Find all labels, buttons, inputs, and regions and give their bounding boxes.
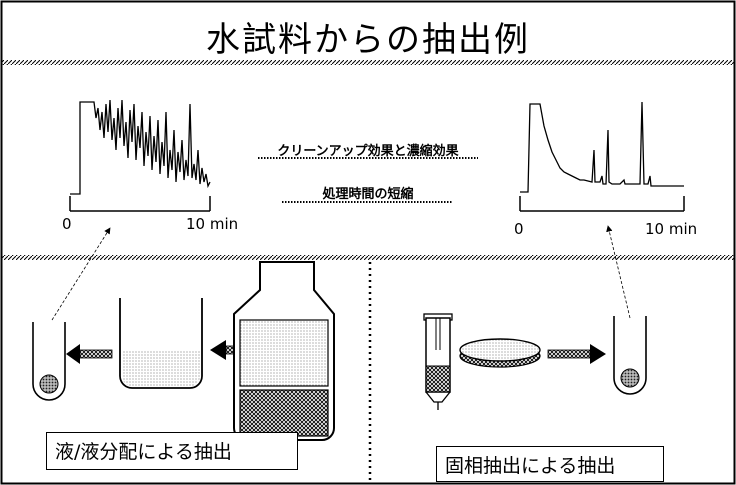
method-label-liquid-liquid: 液/液分配による抽出: [46, 432, 298, 470]
right-axis-end-label: 10 min: [645, 220, 698, 238]
result-vial-right: [613, 316, 647, 395]
spe-disk: [459, 338, 541, 368]
arrow-disk-to-vial: [547, 344, 606, 364]
annotation-processing-time: 処理時間の短縮: [322, 187, 414, 202]
separation-tube: [119, 298, 203, 389]
arrow-to-right-chromatogram: [606, 225, 631, 319]
result-vial-left: [32, 322, 66, 401]
chromatogram-right: [519, 101, 685, 212]
left-axis-end-label: 10 min: [186, 215, 239, 233]
arrow-to-left-chromatogram: [51, 227, 111, 321]
left-axis-start-label: 0: [62, 215, 72, 233]
right-axis-start-label: 0: [514, 220, 524, 238]
chromatogram-left: [69, 99, 211, 212]
sample-bottle: [233, 261, 335, 441]
annotation-cleanup-concentration: クリーンアップ効果と濃縮効果: [277, 144, 459, 159]
divider-top: [2, 60, 734, 65]
divider-middle: [2, 255, 734, 260]
method-label-solid-phase: 固相抽出による抽出: [436, 446, 664, 482]
spe-cartridge: [423, 313, 453, 410]
arrow-tube-to-vial: [66, 344, 113, 364]
diagram-title: 水試料からの抽出例: [206, 20, 530, 60]
